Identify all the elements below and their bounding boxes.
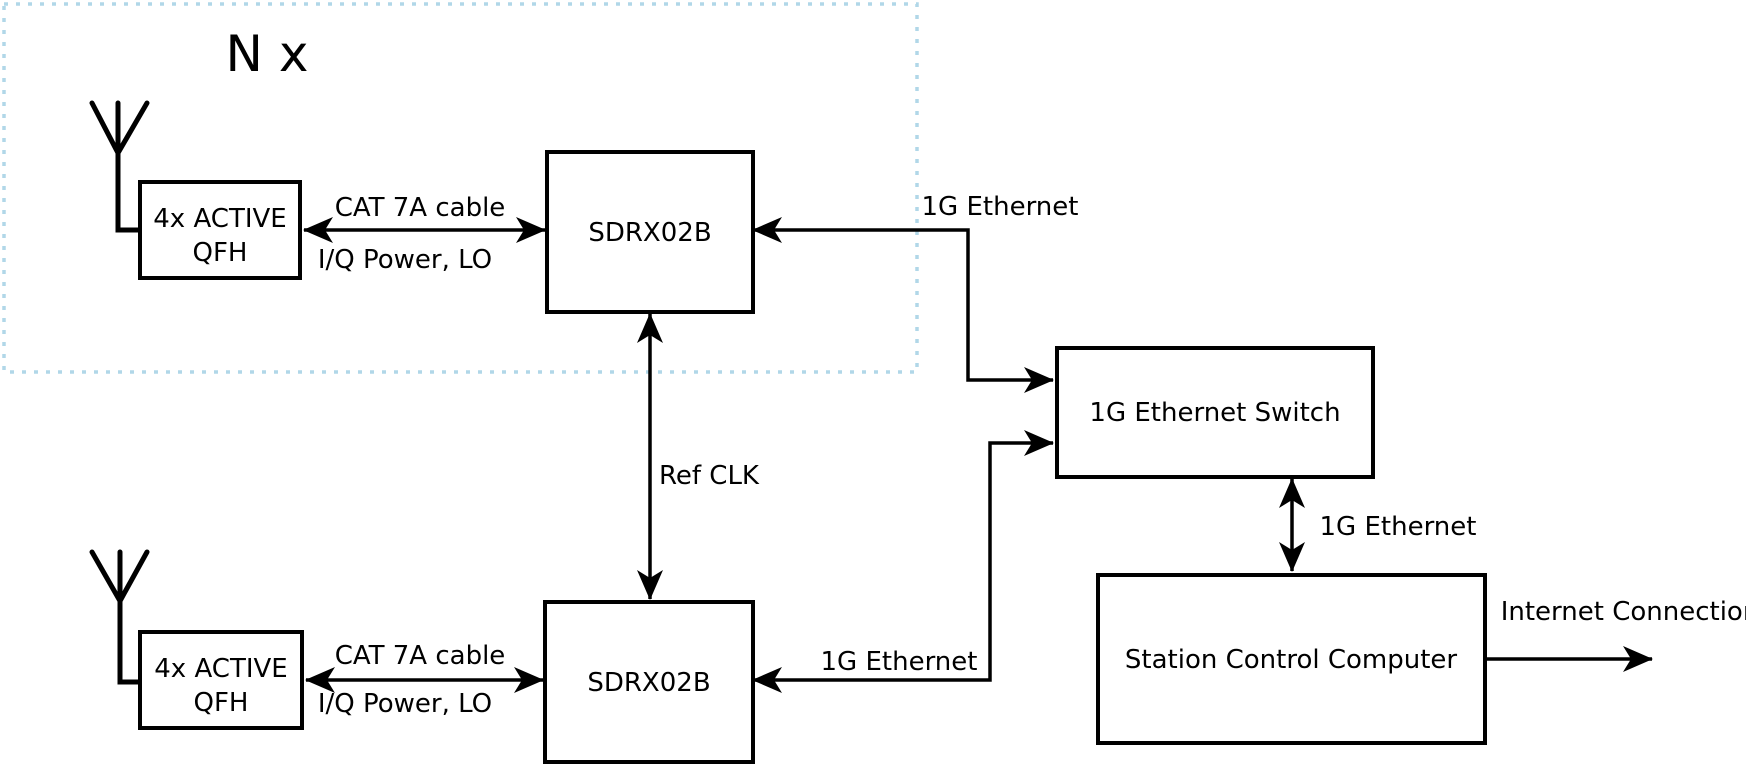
label-refclk: Ref CLK xyxy=(659,461,760,491)
label-cat7a-bottom: CAT 7A cable xyxy=(335,641,506,671)
replication-label: N x xyxy=(226,25,309,83)
link-ethernet-bottom xyxy=(752,430,1054,693)
qfh-bottom-label-line2: QFH xyxy=(194,688,249,718)
label-iq-power-top: I/Q Power, LO xyxy=(318,245,492,275)
label-cat7a-top: CAT 7A cable xyxy=(335,193,506,223)
label-internet-connection: Internet Connection xyxy=(1501,597,1746,627)
node-qfh-top: 4x ACTIVE QFH xyxy=(138,180,302,280)
sdrx-bottom-box xyxy=(543,600,755,764)
label-iq-power-bottom: I/Q Power, LO xyxy=(318,689,492,719)
label-ethernet-top: 1G Ethernet xyxy=(922,192,1079,222)
qfh-top-label-line1: 4x ACTIVE xyxy=(153,204,286,234)
node-sdrx-top: SDRX02B xyxy=(545,150,755,314)
station-control-computer-label: Station Control Computer xyxy=(1125,645,1458,675)
ethernet-switch-box xyxy=(1055,346,1375,479)
qfh-top-box xyxy=(138,180,302,280)
sdrx-bottom-label: SDRX02B xyxy=(587,668,710,698)
antenna-icon xyxy=(89,100,150,233)
qfh-top-label-line2: QFH xyxy=(193,238,248,268)
antenna-icon xyxy=(89,549,150,685)
link-ethernet-top xyxy=(752,217,1054,393)
node-qfh-bottom: 4x ACTIVE QFH xyxy=(138,630,304,730)
node-station-control-computer: Station Control Computer xyxy=(1096,573,1487,745)
node-sdrx-bottom: SDRX02B xyxy=(543,600,755,764)
replication-boundary xyxy=(2,2,919,374)
qfh-bottom-label-line1: 4x ACTIVE xyxy=(154,654,287,684)
station-control-computer-box xyxy=(1096,573,1487,745)
ethernet-switch-label: 1G Ethernet Switch xyxy=(1089,398,1340,428)
label-ethernet-bottom: 1G Ethernet xyxy=(821,647,978,677)
label-ethernet-switch-computer: 1G Ethernet xyxy=(1320,512,1477,542)
qfh-bottom-box xyxy=(138,630,304,730)
node-ethernet-switch: 1G Ethernet Switch xyxy=(1055,346,1375,479)
sdrx-top-label: SDRX02B xyxy=(588,218,711,248)
